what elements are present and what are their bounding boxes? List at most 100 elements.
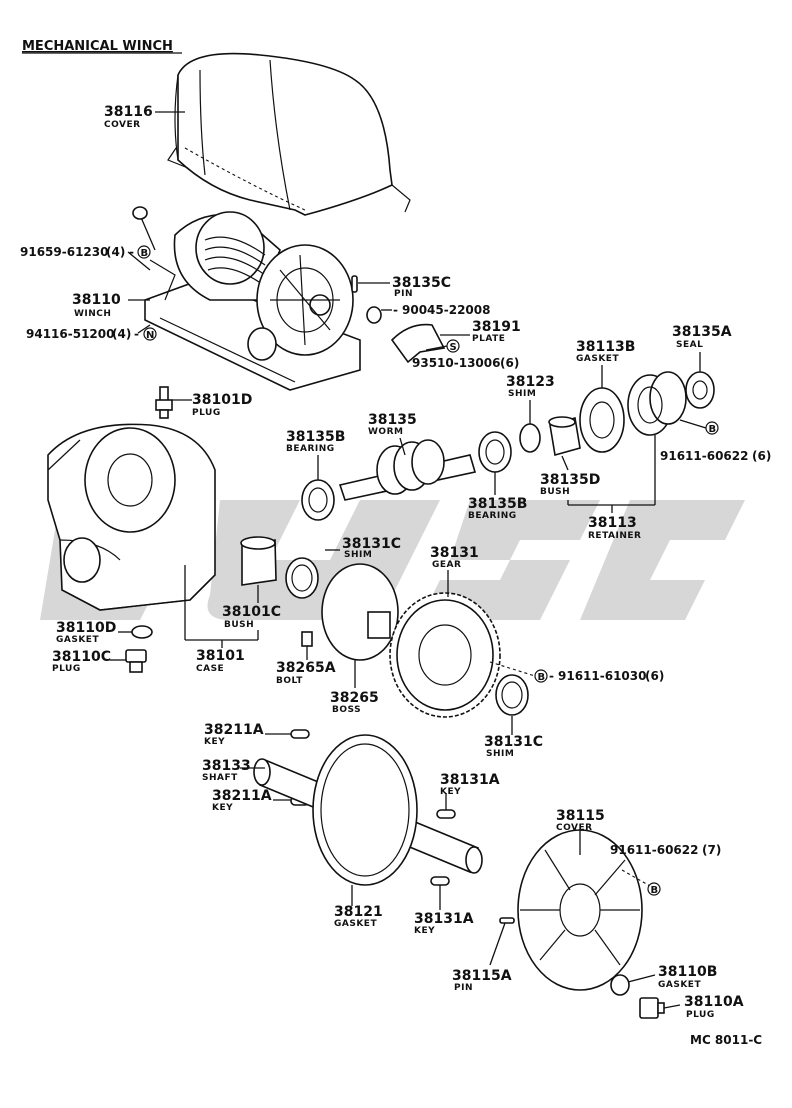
svg-text:(6): (6) — [500, 356, 519, 370]
svg-text:38110: 38110 — [72, 292, 121, 308]
svg-text:SHIM: SHIM — [508, 389, 536, 399]
svg-text:RETAINER: RETAINER — [588, 531, 641, 541]
svg-text:38123: 38123 — [506, 374, 555, 390]
svg-text:SHIM: SHIM — [486, 749, 514, 759]
plug-38110C-drawing — [125, 649, 147, 673]
svg-text:PLUG: PLUG — [686, 1010, 715, 1020]
fastener-labels: 91659-61230 (4) - B 94116-51200 (4) - N … — [20, 245, 771, 896]
svg-text:-: - — [393, 303, 398, 317]
boss-38265-drawing — [321, 563, 399, 661]
label-38135A: 38135A SEAL — [672, 324, 732, 350]
svg-text:(6): (6) — [645, 669, 664, 683]
retainer-38113-drawing — [627, 371, 687, 436]
gasket-38110D-drawing — [131, 625, 153, 639]
svg-text:GEAR: GEAR — [432, 560, 461, 570]
label-38131C-lower: 38131C SHIM — [484, 734, 543, 759]
svg-text:KEY: KEY — [440, 787, 461, 797]
svg-text:COVER: COVER — [104, 120, 141, 130]
svg-text:KEY: KEY — [414, 926, 435, 936]
svg-text:38135B: 38135B — [286, 429, 345, 445]
svg-text:38113B: 38113B — [576, 339, 635, 355]
svg-text:38115A: 38115A — [452, 968, 512, 984]
fastener-94116-51200: 94116-51200 (4) - N — [26, 327, 157, 341]
svg-text:BEARING: BEARING — [286, 444, 335, 454]
svg-text:38131C: 38131C — [342, 536, 401, 552]
symbol-s-icon: S — [446, 339, 460, 353]
svg-text:KEY: KEY — [212, 803, 233, 813]
shim-38131C-lower-drawing — [495, 674, 529, 716]
symbol-b-icon: B — [137, 245, 151, 259]
svg-text:38135C: 38135C — [392, 275, 451, 291]
label-38191: 38191 PLATE — [472, 319, 521, 344]
svg-text:-: - — [549, 669, 554, 683]
fastener-91611-60622-b: 91611-60622 (7) B — [610, 843, 721, 896]
svg-text:BUSH: BUSH — [224, 620, 254, 630]
label-38110: 38110 WINCH — [72, 292, 121, 319]
label-38113B: 38113B GASKET — [576, 339, 635, 364]
svg-text:38116: 38116 — [104, 104, 153, 120]
label-38113: 38113 RETAINER — [588, 515, 641, 541]
symbol-b-icon: B — [647, 882, 661, 896]
gasket-38113B-drawing — [579, 387, 625, 453]
svg-text:GASKET: GASKET — [658, 980, 701, 990]
svg-text:GASKET: GASKET — [576, 354, 619, 364]
svg-text:COVER: COVER — [556, 823, 593, 833]
winch-38110-drawing — [132, 206, 361, 391]
symbol-b-icon: B — [705, 421, 719, 435]
svg-text:B: B — [709, 424, 717, 435]
fastener-91659-61230: 91659-61230 (4) - B — [20, 245, 151, 259]
label-38135D: 38135D BUSH — [540, 472, 600, 497]
svg-text:WORM: WORM — [368, 427, 403, 437]
leader-lines — [110, 111, 707, 1009]
svg-text:90045-22008: 90045-22008 — [402, 303, 490, 317]
worm-38135-drawing — [338, 439, 477, 501]
case-38101-drawing — [47, 423, 216, 611]
label-38135: 38135 WORM — [368, 412, 417, 437]
svg-text:CASE: CASE — [196, 664, 224, 674]
label-38135C: 38135C PIN — [392, 275, 451, 299]
svg-text:GASKET: GASKET — [56, 635, 99, 645]
label-38101: 38101 CASE — [196, 648, 245, 674]
gasket-38110B-drawing — [610, 974, 630, 996]
svg-text:S: S — [450, 342, 457, 353]
diagram-title: MECHANICAL WINCH — [22, 39, 173, 54]
fastener-91611-60622-a: B 91611-60622 (6) — [660, 421, 771, 463]
svg-text:38191: 38191 — [472, 319, 521, 335]
plug-38101D-drawing — [155, 386, 173, 419]
svg-text:38265A: 38265A — [276, 660, 336, 676]
svg-text:PLUG: PLUG — [52, 664, 81, 674]
svg-text:91611-60622: 91611-60622 — [610, 843, 698, 857]
label-38115: 38115 COVER — [556, 808, 605, 833]
bush-38135D-drawing — [548, 416, 581, 457]
figure-code: MC 8011-C — [690, 1033, 762, 1047]
plate-38191-drawing — [390, 323, 446, 364]
svg-text:91659-61230: 91659-61230 — [20, 245, 108, 259]
label-38110D: 38110D GASKET — [56, 620, 116, 645]
symbol-b-icon: B — [534, 669, 548, 683]
shim-38131C-upper-drawing — [285, 557, 319, 599]
svg-text:94116-51200: 94116-51200 — [26, 327, 114, 341]
svg-text:B: B — [651, 885, 659, 896]
label-38110A: 38110A PLUG — [684, 994, 744, 1020]
gasket-38121-drawing — [312, 734, 418, 886]
svg-text:PLATE: PLATE — [472, 334, 505, 344]
label-38121: 38121 GASKET — [334, 904, 383, 929]
svg-text:38131C: 38131C — [484, 734, 543, 750]
label-38131A-lower: 38131A KEY — [414, 911, 474, 936]
svg-text:38131A: 38131A — [414, 911, 474, 927]
svg-text:38211A: 38211A — [204, 722, 264, 738]
symbol-n-icon: N — [143, 327, 157, 341]
washer-90045-drawing — [366, 306, 382, 324]
svg-text:91611-60622: 91611-60622 — [660, 449, 748, 463]
cover-38116-drawing — [167, 52, 411, 216]
svg-text:38101: 38101 — [196, 648, 245, 664]
label-38131: 38131 GEAR — [430, 545, 479, 570]
svg-text:38121: 38121 — [334, 904, 383, 920]
svg-text:38131: 38131 — [430, 545, 479, 561]
fastener-91611-61030: B - 91611-61030 (6) — [534, 669, 664, 683]
svg-text:38133: 38133 — [202, 758, 251, 774]
svg-text:38135A: 38135A — [672, 324, 732, 340]
key-38131A-upper-drawing — [436, 809, 456, 819]
label-38116: 38116 COVER — [104, 104, 153, 130]
